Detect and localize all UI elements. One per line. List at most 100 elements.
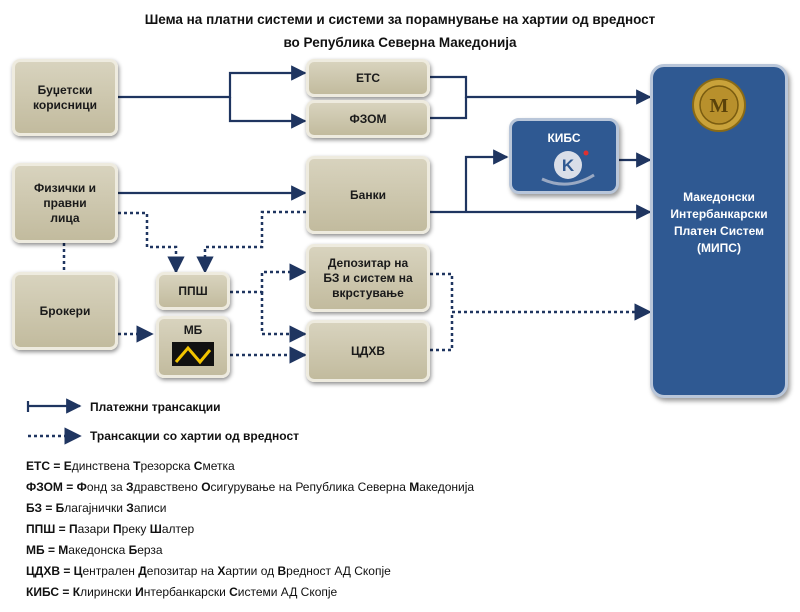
- node-pps-label: ППШ: [178, 283, 208, 298]
- abbreviation-part: ентрален: [82, 564, 139, 578]
- abbreviation-part: епозитар на: [146, 564, 218, 578]
- abbreviation-part: К: [72, 585, 81, 599]
- abbreviation-code: ЕТС =: [26, 459, 64, 473]
- abbreviation-part: С: [193, 459, 203, 473]
- node-pps: ППШ: [156, 272, 230, 310]
- svg-text:M: M: [710, 95, 729, 117]
- abbreviation-part: Х: [217, 564, 226, 578]
- dots-pps-split: [230, 263, 307, 294]
- abbreviation-code: ППШ =: [26, 522, 69, 536]
- abbreviation-part: В: [277, 564, 287, 578]
- dots-individuals-pps: [118, 211, 185, 274]
- dots-depository-out: [430, 272, 454, 312]
- abbreviation-row: БЗ = Благајнички Записи: [26, 501, 166, 515]
- abbreviation-part: аписи: [133, 501, 167, 515]
- line-banks-kibs: [464, 149, 509, 212]
- node-depository-line3: вкрстување: [332, 285, 404, 300]
- abbreviation-part: акедонија: [419, 480, 475, 494]
- node-budget-users-line1: Буџетски: [37, 82, 93, 97]
- abbreviation-part: З: [126, 480, 134, 494]
- abbreviation-row: ППШ = Пазари Преку Шалтер: [26, 522, 194, 536]
- abbreviation-part: лирински: [80, 585, 136, 599]
- abbreviation-part: лагајнички: [64, 501, 127, 515]
- abbreviation-part: резорска: [140, 459, 194, 473]
- node-mips: M Македонски Интербанкарски Платен Систе…: [650, 64, 788, 398]
- abbreviation-part: истеми АД Скопје: [237, 585, 338, 599]
- abbreviation-code: МБ =: [26, 543, 59, 557]
- abbreviation-code: ЦДХВ =: [26, 564, 74, 578]
- abbreviation-part: Ц: [73, 564, 83, 578]
- abbreviation-part: онд за: [86, 480, 127, 494]
- abbreviation-part: редност АД Скопје: [286, 564, 391, 578]
- dots-cdhv-out: [430, 312, 454, 352]
- abbreviation-part: О: [201, 480, 211, 494]
- abbreviation-row: ЕТС = Единствена Трезорска Сметка: [26, 459, 235, 473]
- node-ets-label: ЕТС: [356, 70, 380, 85]
- mse-logo-icon: [172, 342, 214, 366]
- abbreviation-part: метка: [202, 459, 235, 473]
- node-individuals-line2: правни: [43, 195, 87, 210]
- abbreviation-part: П: [113, 522, 122, 536]
- abbreviation-part: Б: [128, 543, 138, 557]
- abbreviation-row: МБ = Македонска Берза: [26, 543, 163, 557]
- abbreviation-part: дравствено: [133, 480, 202, 494]
- node-depository-line1: Депозитар на: [327, 255, 409, 270]
- node-ets: ЕТС: [306, 59, 430, 97]
- legend-solid-line: [26, 401, 80, 412]
- node-mips-line1: Македонски: [683, 190, 755, 204]
- abbreviation-part: ерза: [137, 543, 163, 557]
- dots-split-cdhv: [260, 292, 307, 343]
- abbreviation-part: акедонска: [68, 543, 129, 557]
- legend-securities-label: Трансакции со хартии од вредност: [90, 429, 300, 443]
- abbreviation-part: Ш: [149, 522, 162, 536]
- kibs-logo-icon: K: [541, 150, 595, 186]
- abbreviation-part: Ф: [76, 480, 87, 494]
- node-banks-label: Банки: [350, 187, 386, 202]
- node-individuals-line1: Физички и: [33, 180, 97, 195]
- abbreviation-part: нтербанкарски: [143, 585, 230, 599]
- abbreviation-row: ФЗОМ = Фонд за Здравствено Осигурување н…: [26, 480, 474, 494]
- abbreviation-part: И: [135, 585, 144, 599]
- coin-seal-icon: M: [692, 78, 746, 132]
- abbreviation-part: С: [229, 585, 238, 599]
- dots-banks-pps: [196, 210, 306, 274]
- node-mips-line2: Интербанкарски: [670, 207, 768, 221]
- node-fzom-label: ФЗОМ: [349, 111, 387, 126]
- diagram-title-line1: Шема на платни системи и системи за пора…: [144, 12, 656, 27]
- abbreviation-code: КИБС =: [26, 585, 73, 599]
- node-budget-users-line2: корисници: [33, 97, 97, 112]
- node-cdhv-label: ЦДХВ: [351, 343, 385, 358]
- line-budget-split: [118, 65, 307, 99]
- line-budget-fzom: [228, 97, 307, 129]
- abbreviation-row: ЦДХВ = Централен Депозитар на Хартии од …: [26, 564, 391, 578]
- abbreviation-part: сигурување на Република Северна: [210, 480, 410, 494]
- abbreviation-part: реку: [121, 522, 150, 536]
- abbreviation-part: П: [68, 522, 78, 536]
- abbreviation-part: Е: [63, 459, 72, 473]
- node-individuals-line3: лица: [50, 210, 80, 225]
- abbreviation-part: артии од: [225, 564, 278, 578]
- abbreviation-part: М: [58, 543, 69, 557]
- abbreviation-row: КИБС = Клирински Интербанкарски Системи …: [26, 585, 337, 599]
- abbreviation-part: М: [409, 480, 420, 494]
- node-brokers-label: Брокери: [39, 303, 91, 318]
- abbreviation-part: Д: [138, 564, 147, 578]
- diagram-title-line2: во Република Северна Македонија: [283, 35, 517, 50]
- abbreviation-part: алтер: [161, 522, 195, 536]
- node-mips-line4: (МИПС): [697, 241, 741, 255]
- node-kibs: КИБС K: [509, 118, 619, 194]
- abbreviation-part: З: [126, 501, 134, 515]
- node-cdhv: ЦДХВ: [306, 320, 430, 382]
- legend-payment-label: Платежни трансакции: [90, 400, 221, 414]
- node-banks: Банки: [306, 156, 430, 234]
- node-depository-line2: БЗ и систем на: [323, 270, 413, 285]
- line-fzom-merge: [430, 97, 468, 120]
- node-fzom: ФЗОМ: [306, 100, 430, 138]
- abbreviation-code: ФЗОМ =: [26, 480, 77, 494]
- node-brokers: Брокери: [12, 272, 118, 350]
- node-mb: МБ: [156, 316, 230, 378]
